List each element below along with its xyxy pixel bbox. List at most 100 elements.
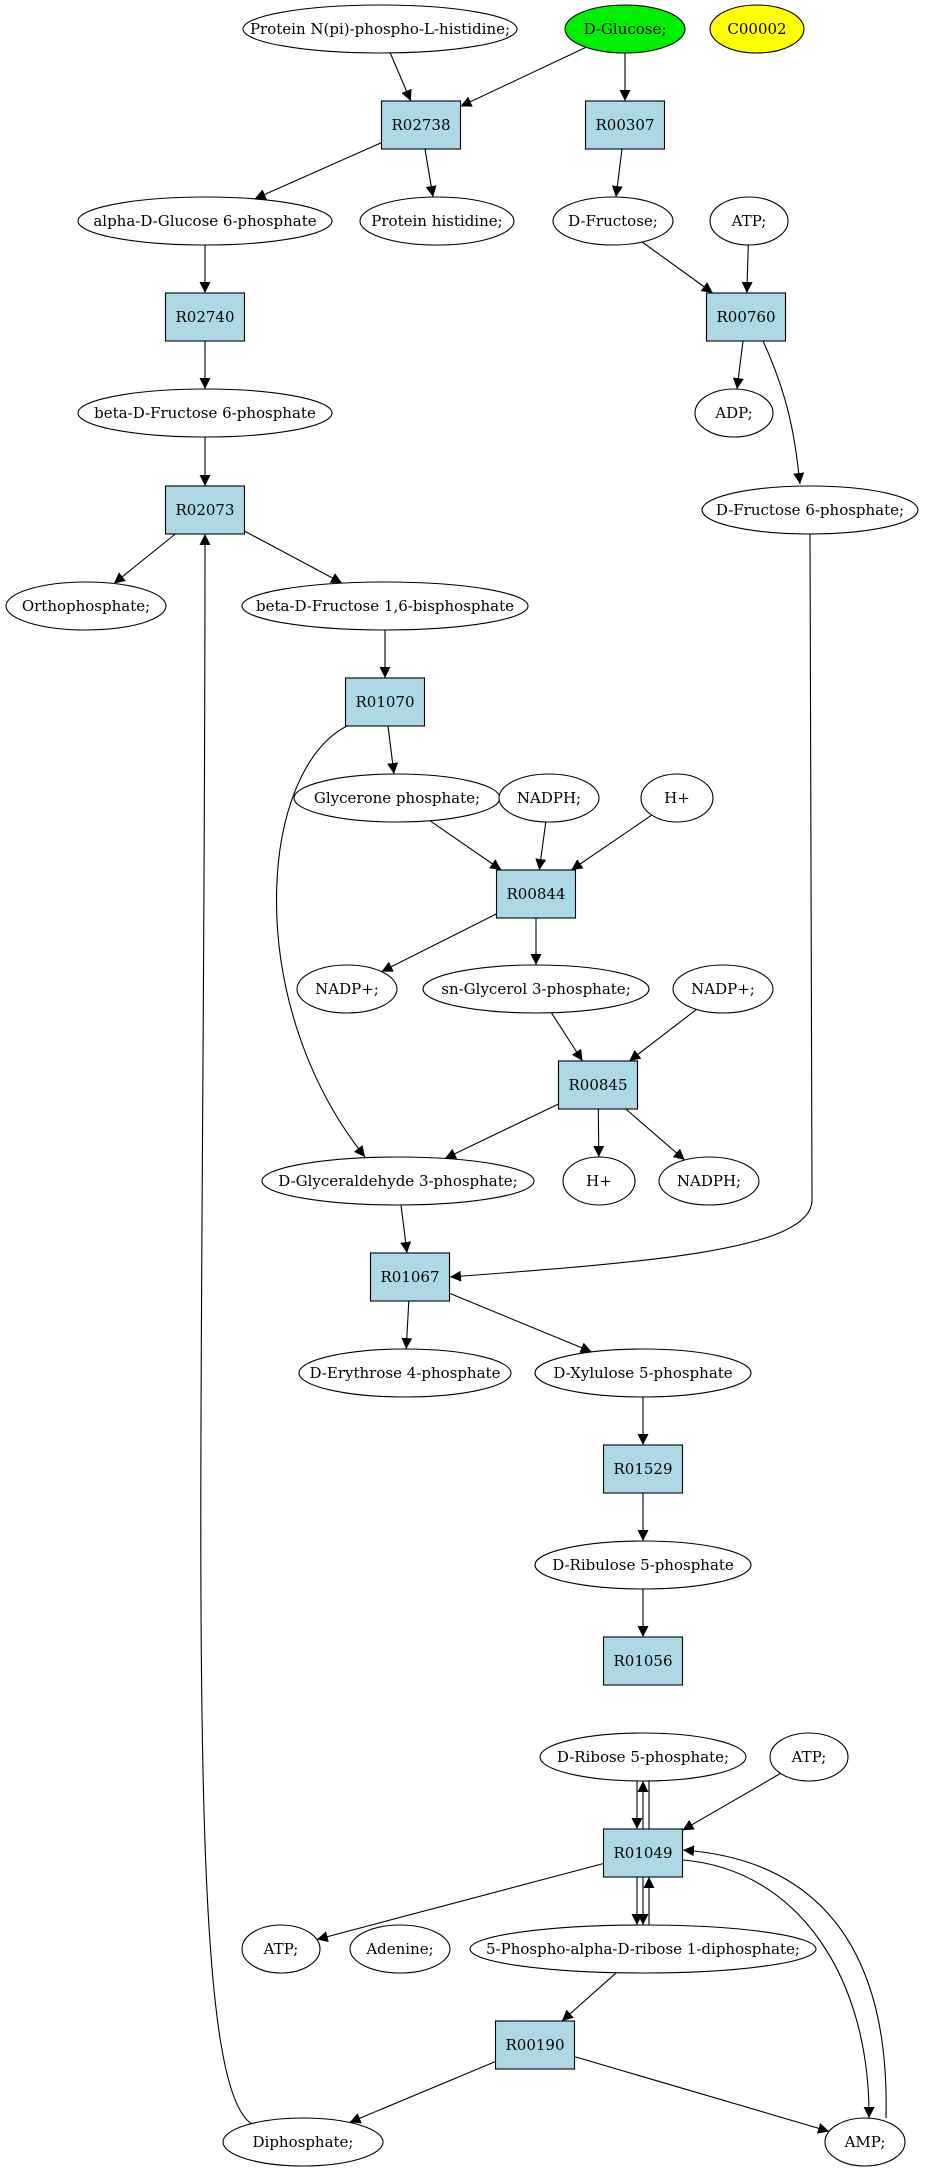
compound-shape — [241, 1924, 321, 1974]
compound-node-c_atp2[interactable]: ATP; — [769, 1732, 849, 1782]
compound-shape — [534, 1348, 752, 1398]
reaction-box — [584, 100, 666, 150]
reaction-box — [602, 1636, 684, 1686]
compound-node-c_amp[interactable]: AMP; — [824, 2117, 906, 2167]
compound-label: alpha-D-Glucose 6-phosphate — [93, 212, 316, 230]
edge-c_diphos-to-r_02073 — [199, 533, 253, 2125]
reaction-node-r_01070[interactable]: R01070 — [344, 677, 426, 727]
edge-r_00307-to-c_fructose — [611, 148, 623, 198]
compound-label: D-Fructose; — [568, 212, 658, 230]
compound-shape — [552, 196, 674, 246]
compound-node-c_prpp[interactable]: 5-Phospho-alpha-D-ribose 1-diphosphate; — [469, 1924, 817, 1974]
compound-shape — [422, 964, 650, 1014]
compound-node-c_h1[interactable]: H+ — [640, 773, 714, 823]
compound-node-c_ag6p[interactable]: alpha-D-Glucose 6-phosphate — [77, 196, 333, 246]
edge-r_02738-to-c_prot_his — [424, 148, 437, 198]
compound-node-c_glucose[interactable]: D-Glucose; — [564, 4, 686, 54]
compound-node-c_glycerone[interactable]: Glycerone phosphate; — [293, 773, 501, 823]
compound-label: Protein N(pi)-phospho-L-histidine; — [250, 20, 510, 38]
compound-label: beta-D-Fructose 6-phosphate — [94, 404, 316, 422]
edge-r_00760-to-c_adp — [732, 340, 744, 390]
compound-shape — [77, 388, 333, 438]
reaction-label: R00760 — [716, 308, 775, 326]
compound-node-c_ortho[interactable]: Orthophosphate; — [5, 581, 167, 631]
compound-label: H+ — [664, 789, 690, 807]
compound-label: NADPH; — [677, 1172, 741, 1190]
compound-node-c_sng3p[interactable]: sn-Glycerol 3-phosphate; — [422, 964, 650, 1014]
compound-node-c_diphos[interactable]: Diphosphate; — [222, 2117, 384, 2167]
reaction-box — [164, 292, 246, 342]
compound-node-c_adp[interactable]: ADP; — [694, 388, 774, 438]
compound-label: Orthophosphate; — [22, 597, 150, 615]
compound-shape — [534, 1540, 752, 1590]
reaction-node-r_00190[interactable]: R00190 — [494, 2020, 576, 2070]
compound-label: Protein histidine; — [371, 212, 502, 230]
compound-label: NADP+; — [315, 980, 379, 998]
compound-node-c_nadph1[interactable]: NADPH; — [498, 773, 600, 823]
compound-shape — [658, 1156, 760, 1206]
edge-c_sng3p-to-r_00845 — [550, 1012, 583, 1062]
compound-node-c_bf6p[interactable]: beta-D-Fructose 6-phosphate — [77, 388, 333, 438]
compound-node-c_atp3[interactable]: ATP; — [241, 1924, 321, 1974]
reaction-node-r_01056[interactable]: R01056 — [602, 1636, 684, 1686]
compound-node-c_nadp2[interactable]: NADP+; — [672, 964, 774, 1014]
reaction-node-r_01529[interactable]: R01529 — [602, 1444, 684, 1494]
reaction-box — [164, 485, 246, 535]
compound-shape — [222, 2117, 384, 2167]
compound-node-c_r5p[interactable]: D-Ribose 5-phosphate; — [539, 1732, 747, 1782]
reaction-box — [494, 2020, 576, 2070]
compound-node-c_ru5p[interactable]: D-Ribulose 5-phosphate — [534, 1540, 752, 1590]
edge-r_01070-to-c_glycerone — [387, 725, 399, 775]
reaction-node-r_00307[interactable]: R00307 — [584, 100, 666, 150]
compound-node-c_gap[interactable]: D-Glyceraldehyde 3-phosphate; — [261, 1156, 535, 1206]
reaction-node-r_00844[interactable]: R00844 — [495, 869, 577, 919]
compound-node-c_c00002[interactable]: C00002 — [709, 4, 805, 54]
compound-label: ATP; — [263, 1940, 299, 1958]
compound-shape — [5, 581, 167, 631]
reaction-node-r_00760[interactable]: R00760 — [705, 292, 787, 342]
edge-c_glycerone-to-r_00844 — [429, 820, 502, 871]
reaction-label: R01056 — [613, 1652, 672, 1670]
compound-shape — [261, 1156, 535, 1206]
compound-node-c_nadph2[interactable]: NADPH; — [658, 1156, 760, 1206]
compound-shape — [824, 2117, 906, 2167]
edge-r_02738-to-c_ag6p — [254, 142, 382, 200]
reaction-label: R01067 — [380, 1268, 439, 1286]
edge-r_01067-to-c_e4p — [401, 1300, 413, 1350]
reaction-box — [369, 1252, 451, 1302]
reaction-node-r_01049[interactable]: R01049 — [602, 1828, 684, 1878]
reaction-node-r_02073[interactable]: R02073 — [164, 485, 246, 535]
compound-label: ADP; — [714, 404, 752, 422]
edge-r_01049-to-c_atp3 — [316, 1862, 604, 1942]
edge-c_nadp2-to-r_00845 — [628, 1008, 697, 1062]
edge-c_amp-to-r_01049 — [682, 1859, 875, 2119]
compound-node-c_df6p[interactable]: D-Fructose 6-phosphate; — [701, 485, 919, 535]
compound-node-c_fructose[interactable]: D-Fructose; — [552, 196, 674, 246]
compound-node-c_protein_np[interactable]: Protein N(pi)-phospho-L-histidine; — [242, 4, 518, 54]
compound-label: C00002 — [727, 20, 786, 38]
compound-node-c_h2[interactable]: H+ — [562, 1156, 636, 1206]
edge-r_02073-to-c_ortho — [113, 533, 176, 584]
compound-label: AMP; — [844, 2133, 886, 2151]
compound-label: NADP+; — [691, 980, 755, 998]
compound-node-c_nadp1[interactable]: NADP+; — [296, 964, 398, 1014]
compound-shape — [564, 4, 686, 54]
compound-node-c_atp1[interactable]: ATP; — [709, 196, 789, 246]
compound-shape — [709, 4, 805, 54]
edge-r_01070-to-c_gap — [275, 725, 366, 1158]
compound-node-c_bf16bp[interactable]: beta-D-Fructose 1,6-bisphosphate — [241, 581, 529, 631]
reaction-node-r_02738[interactable]: R02738 — [380, 100, 462, 150]
compound-node-c_xu5p[interactable]: D-Xylulose 5-phosphate — [534, 1348, 752, 1398]
compound-node-c_e4p[interactable]: D-Erythrose 4-phosphate — [298, 1348, 512, 1398]
reaction-node-r_00845[interactable]: R00845 — [557, 1060, 639, 1110]
edge-r_02073-to-c_bf16bp — [244, 530, 343, 584]
compound-label: D-Erythrose 4-phosphate — [310, 1364, 501, 1382]
compound-node-c_prot_his[interactable]: Protein histidine; — [359, 196, 515, 246]
reaction-label: R01049 — [613, 1844, 672, 1862]
compound-node-c_adenine[interactable]: Adenine; — [349, 1924, 451, 1974]
compound-shape — [498, 773, 600, 823]
reaction-label: R00307 — [595, 116, 654, 134]
reaction-node-r_02740[interactable]: R02740 — [164, 292, 246, 342]
reaction-box — [557, 1060, 639, 1110]
reaction-node-r_01067[interactable]: R01067 — [369, 1252, 451, 1302]
